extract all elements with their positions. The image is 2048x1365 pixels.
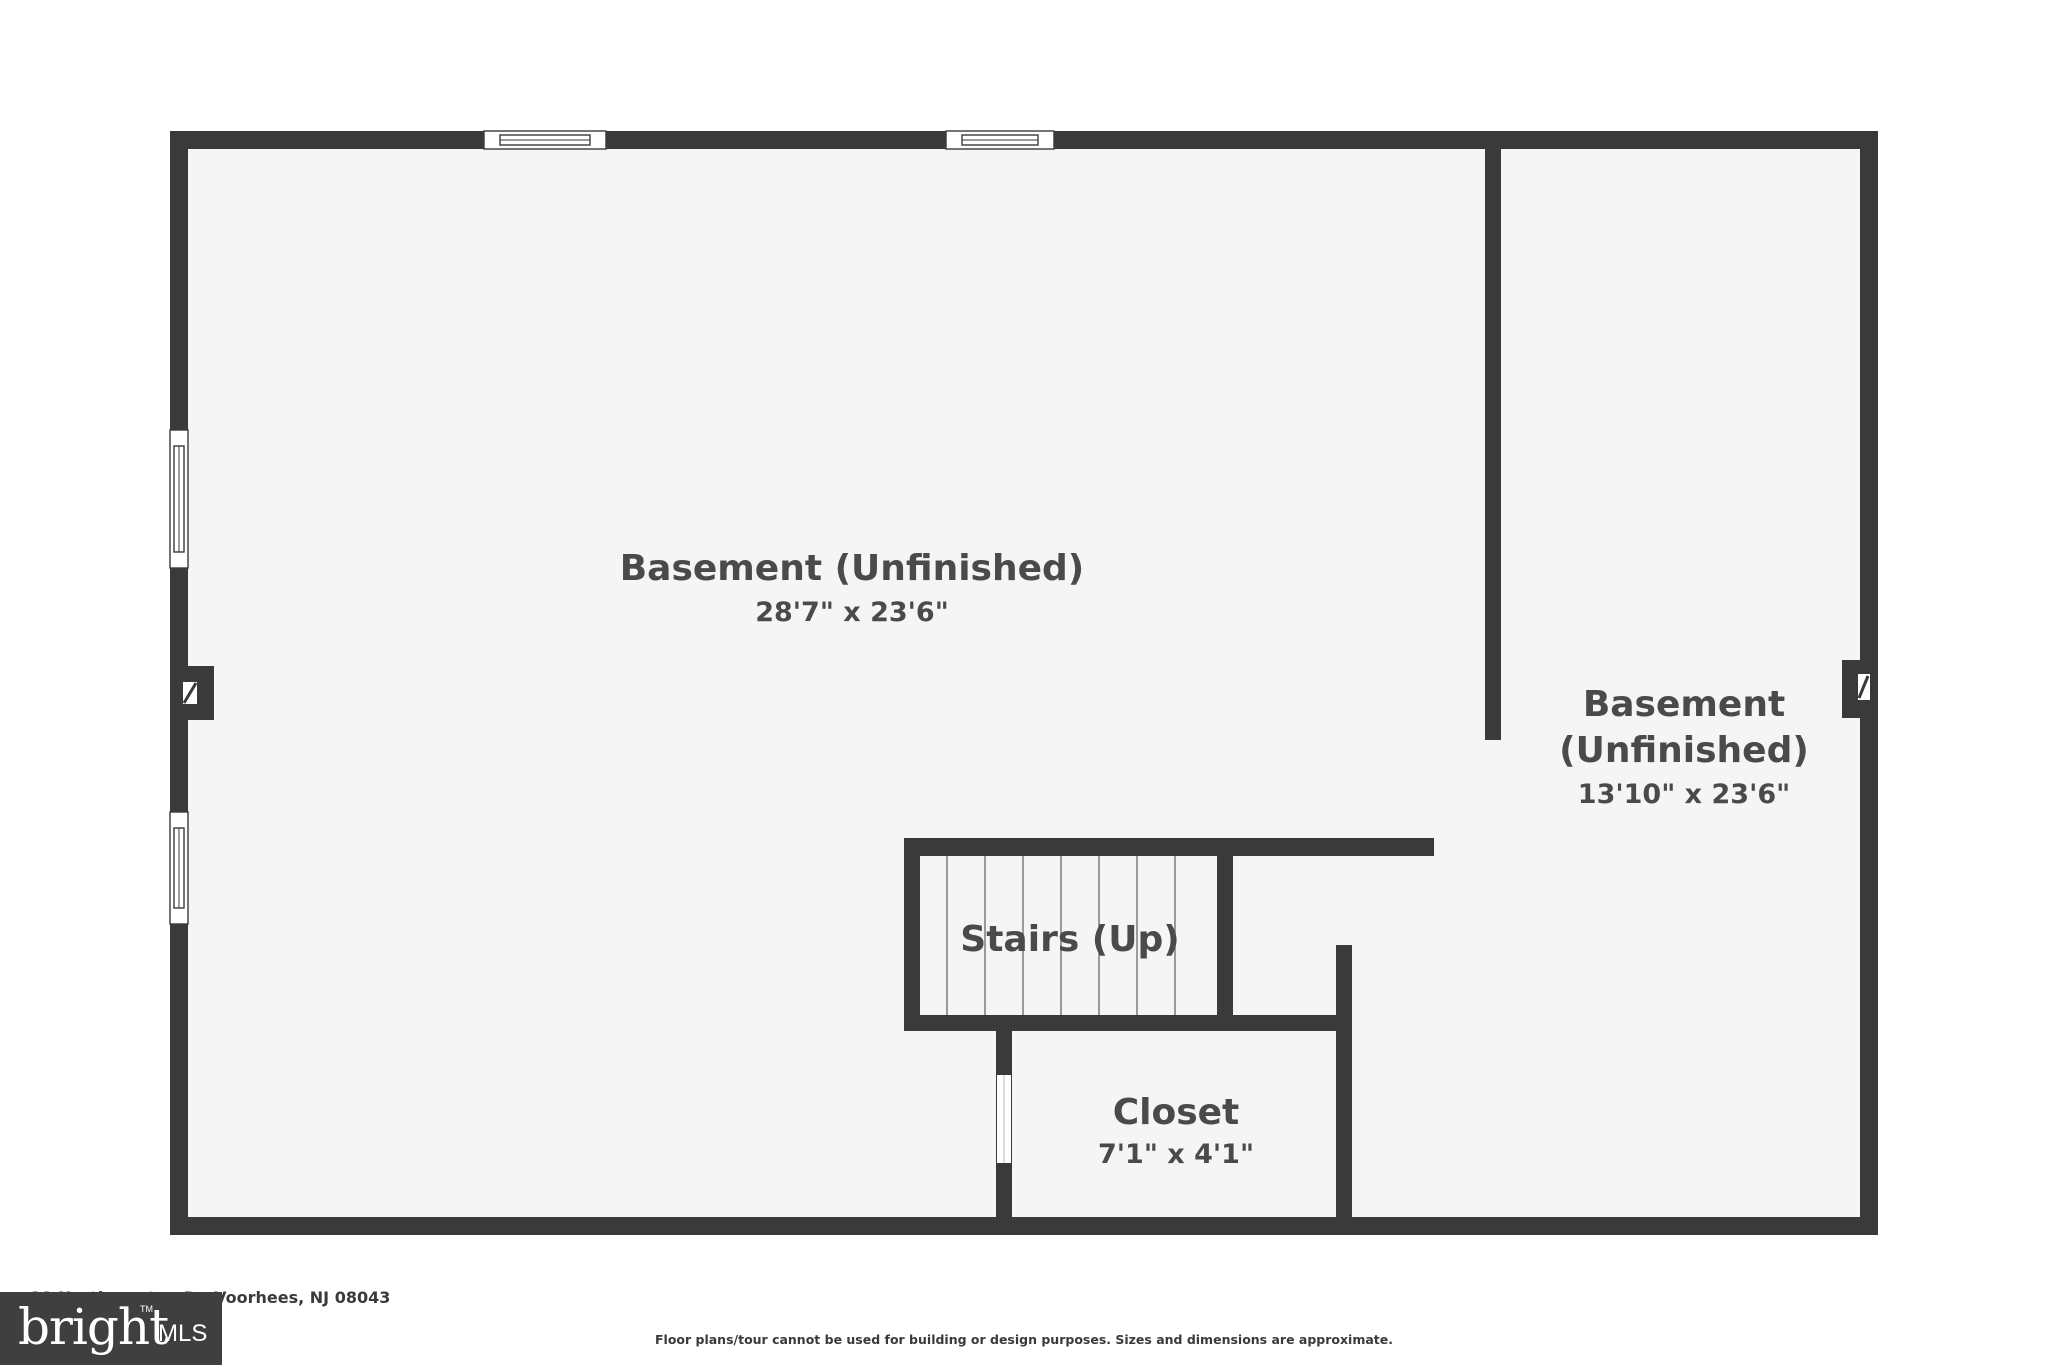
pillar-right-hatch [1857, 675, 1870, 699]
room-dims-basement-main: 28'7" x 23'6" [755, 597, 949, 628]
closet-wall-top [904, 1015, 1352, 1031]
outer-wall-bottom [170, 1217, 1878, 1235]
floor-area [172, 135, 1872, 1223]
logo-wordmark: bright [18, 1298, 169, 1356]
room-name-basement-side-line2: (Unfinished) [1559, 730, 1809, 771]
room-name-basement-main: Basement (Unfinished) [620, 548, 1085, 589]
logo-suffix: MLS [158, 1320, 208, 1347]
room-name-closet: Closet [1113, 1092, 1240, 1133]
room-dims-closet: 7'1" x 4'1" [1098, 1139, 1254, 1170]
window-left-1 [169, 429, 189, 569]
logo-trademark: TM [140, 1304, 153, 1314]
disclaimer-text: Floor plans/tour cannot be used for buil… [655, 1332, 1393, 1347]
stair-treads [946, 856, 1176, 1015]
stair-wall-left [904, 838, 920, 1031]
window-left-2 [169, 811, 189, 925]
room-name-basement-side-line1: Basement [1583, 684, 1785, 725]
bright-mls-logo: bright TM MLS [0, 1292, 222, 1365]
stair-wall-top [904, 838, 1434, 856]
stair-wall-divider [1217, 838, 1233, 1031]
closet-wall-right [1336, 945, 1352, 1225]
pillar-left-hatch [182, 682, 198, 704]
window-top-1 [483, 130, 607, 150]
room-name-stairs: Stairs (Up) [960, 919, 1179, 960]
window-top-2 [945, 130, 1055, 150]
room-dims-basement-side: 13'10" x 23'6" [1578, 779, 1790, 810]
partition-wall-vertical [1485, 145, 1501, 740]
